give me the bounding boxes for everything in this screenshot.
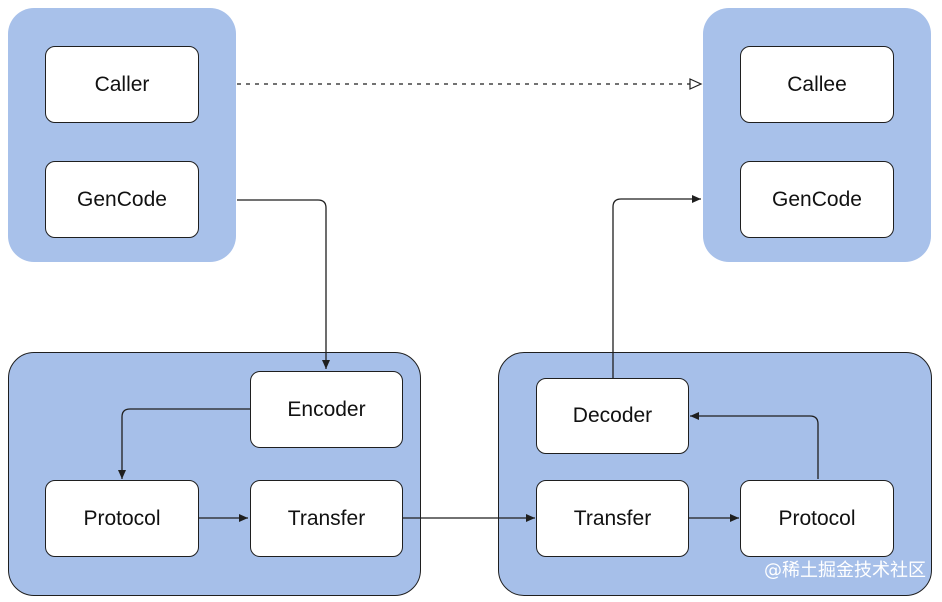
edge-protocol-to-decoder xyxy=(690,412,819,479)
client-protocol-node: Protocol xyxy=(45,480,199,557)
encoder-node: Encoder xyxy=(250,371,403,448)
edge-gencode-to-encoder xyxy=(237,199,330,369)
callee-gencode-node: GenCode xyxy=(740,161,894,238)
callee-node: Callee xyxy=(740,46,894,123)
decoder-node: Decoder xyxy=(536,378,689,454)
watermark-text: @稀土掘金技术社区 xyxy=(764,560,926,581)
server-protocol-node: Protocol xyxy=(740,480,894,557)
edge-decoder-to-gencode xyxy=(612,195,701,378)
edge-encoder-to-protocol xyxy=(118,408,250,479)
server-transfer-node: Transfer xyxy=(536,480,689,557)
caller-gencode-node: GenCode xyxy=(45,161,199,238)
client-transfer-node: Transfer xyxy=(250,480,403,557)
caller-node: Caller xyxy=(45,46,199,123)
